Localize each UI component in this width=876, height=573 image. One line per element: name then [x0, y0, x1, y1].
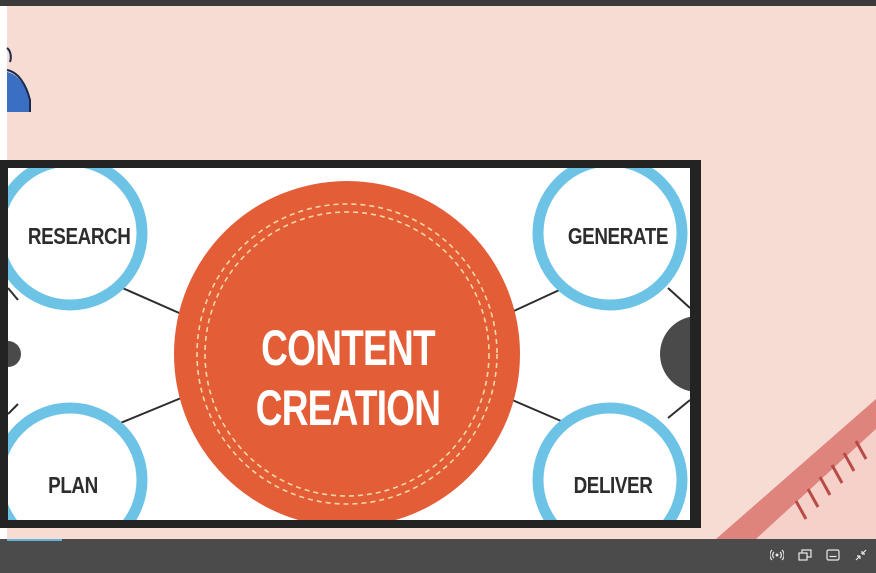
top-edge: [0, 0, 876, 6]
decorative-hatch: [716, 399, 876, 539]
deliver-label: DELIVER: [573, 472, 653, 498]
generate-label: GENERATE: [567, 223, 669, 249]
connector-line: [502, 395, 569, 425]
connector-line: [8, 403, 19, 415]
player-control-bar: [0, 539, 876, 573]
slide-frame: RESEARCH GENERATE PLAN DELIVER CONTENT C…: [0, 160, 701, 528]
dark-node-left: [8, 341, 21, 367]
slide-content: RESEARCH GENERATE PLAN DELIVER CONTENT C…: [8, 168, 690, 520]
plan-node: [8, 402, 148, 520]
content-creation-label: CONTENT CREATION: [255, 320, 441, 436]
connector-line: [8, 287, 19, 301]
collapse-icon[interactable]: [854, 548, 868, 562]
dark-node-right: [660, 316, 690, 392]
connector-line: [117, 285, 187, 317]
progress-indicator: [7, 539, 62, 541]
research-label: RESEARCH: [27, 223, 131, 249]
content-creation-circle: [174, 181, 520, 520]
captions-icon[interactable]: [826, 548, 840, 562]
content-creation-diagram: [8, 168, 690, 520]
connector-line: [117, 395, 187, 425]
research-node: [8, 168, 148, 311]
dashed-ring-inner: [204, 211, 490, 497]
corner-shape-icon: [6, 47, 31, 112]
window-restore-icon[interactable]: [798, 548, 812, 562]
generate-node: [532, 168, 688, 311]
connector-line: [667, 399, 690, 419]
dashed-ring-outer: [196, 203, 498, 505]
deliver-node: [532, 402, 688, 520]
plan-label: PLAN: [48, 472, 98, 498]
broadcast-icon[interactable]: [770, 548, 784, 562]
connector-line: [667, 287, 690, 309]
player-controls: [770, 548, 868, 562]
